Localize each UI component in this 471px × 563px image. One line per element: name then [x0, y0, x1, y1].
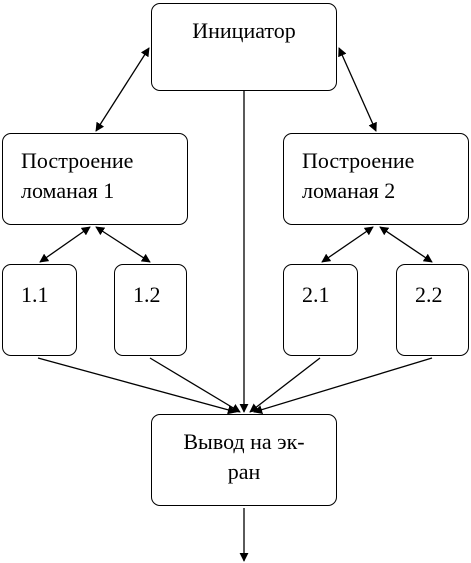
output-label-line2: ран — [227, 459, 261, 484]
polyline2-node: Построение ломаная 2 — [283, 133, 469, 225]
sub-node-1-2-label: 1.2 — [133, 282, 161, 307]
polyline1-node: Построение ломаная 1 — [2, 133, 188, 225]
edge-2-2-output — [253, 357, 433, 414]
edge-initiator-polyline2 — [338, 47, 377, 132]
polyline1-label-line2: ломаная 1 — [21, 178, 115, 203]
output-node: Вывод на эк- ран — [151, 414, 337, 506]
sub-node-1-2: 1.2 — [114, 264, 187, 356]
polyline1-label-line1: Построение — [21, 148, 134, 173]
polyline2-label-line1: Построение — [302, 148, 415, 173]
sub-node-2-1-label: 2.1 — [302, 282, 330, 307]
edge-polyline1-1-1 — [39, 226, 91, 263]
polyline2-label-line2: ломаная 2 — [302, 178, 396, 203]
output-label-line1: Вывод на эк- — [183, 429, 305, 454]
edge-polyline1-1-2 — [95, 226, 151, 263]
edge-initiator-polyline1 — [95, 47, 150, 132]
edge-2-1-output — [249, 357, 321, 413]
sub-node-1-1-label: 1.1 — [21, 282, 49, 307]
edge-polyline2-2-2 — [379, 226, 433, 263]
edge-1-1-output — [37, 357, 237, 415]
sub-node-1-1: 1.1 — [2, 264, 77, 356]
sub-node-2-2: 2.2 — [396, 264, 469, 356]
initiator-node: Инициатор — [151, 3, 337, 91]
sub-node-2-2-label: 2.2 — [415, 282, 443, 307]
sub-node-2-1: 2.1 — [283, 264, 358, 356]
edge-1-2-output — [149, 357, 241, 413]
edge-polyline2-2-1 — [321, 226, 374, 263]
initiator-label: Инициатор — [192, 18, 296, 43]
